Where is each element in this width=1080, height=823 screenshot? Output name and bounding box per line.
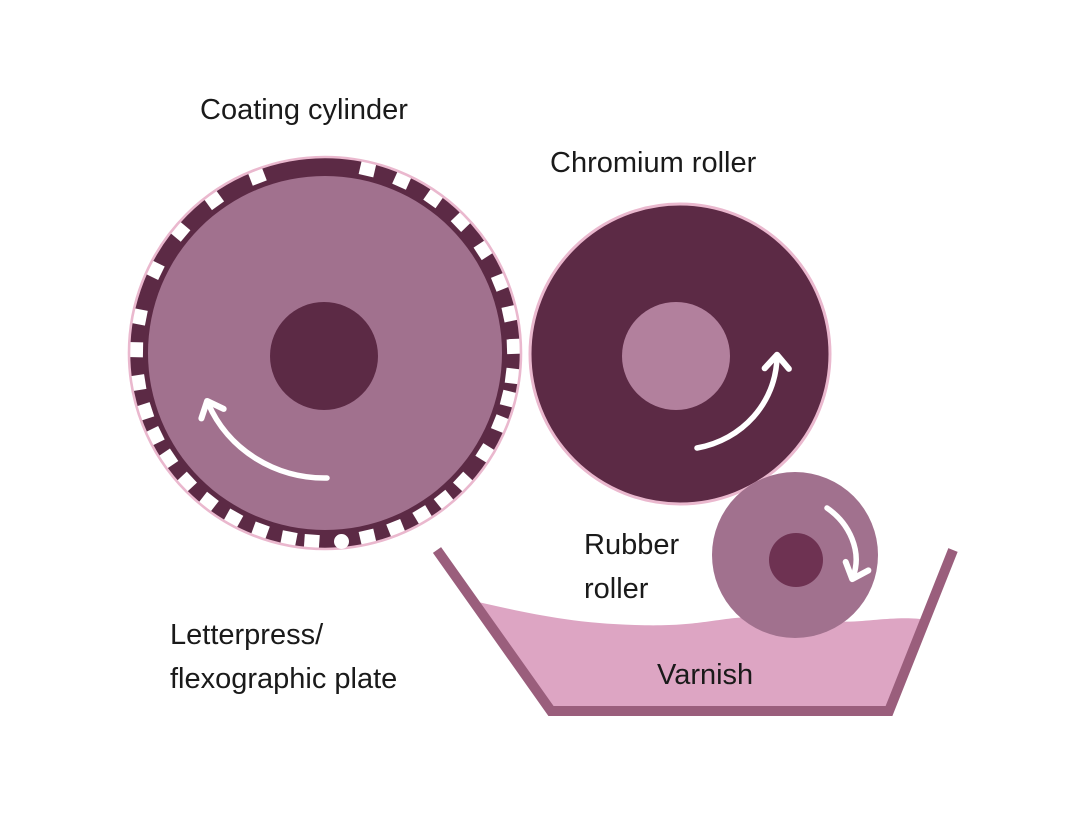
gear-notch	[412, 505, 436, 531]
gear-notch	[220, 508, 244, 535]
gear-notch	[123, 374, 147, 393]
chromium-rotation-arrow	[694, 351, 792, 451]
gear-notch	[199, 184, 225, 211]
gear-registration-notch	[334, 534, 349, 549]
gear-notch	[423, 182, 448, 209]
gear-notch	[194, 491, 219, 518]
gear-notch	[171, 471, 198, 497]
gear-notch	[152, 448, 179, 473]
letterpress-plate-label-line1: Letterpress/	[170, 619, 324, 651]
letterpress-plate-label-line2: flexographic plate	[170, 663, 398, 695]
coating-rotation-arrow	[198, 397, 330, 481]
rubber-roller-label-line1: Rubber	[584, 529, 680, 561]
gear-notch	[121, 341, 144, 358]
rubber-roller	[712, 472, 878, 638]
chromium-roller	[528, 202, 832, 506]
gear-notch	[124, 306, 148, 326]
gear-notch	[501, 303, 526, 323]
gear-notch	[504, 367, 528, 386]
gear-notch	[452, 471, 479, 497]
gear-notch	[475, 443, 502, 467]
coating-cylinder	[121, 153, 529, 557]
gear-notch	[358, 153, 378, 178]
gear-notch	[433, 489, 459, 516]
tray-outline	[432, 547, 958, 716]
rubber-roller-label: Rubber roller	[584, 523, 679, 611]
gear-notch	[473, 236, 500, 261]
coating-cylinder-hub	[270, 302, 378, 410]
chromium-roller-hub	[622, 302, 730, 410]
varnish-label: Varnish	[657, 659, 754, 691]
gear-notch	[139, 426, 165, 449]
letterpress-plate-label: Letterpress/ flexographic plate	[170, 613, 397, 701]
rubber-roller-label-line2: roller	[584, 573, 649, 605]
gear-notch	[303, 534, 320, 557]
gear-notch	[164, 216, 191, 242]
chromium-roller-label: Chromium roller	[550, 147, 757, 179]
rubber-roller-hub	[769, 533, 823, 587]
rubber-rotation-arrow	[824, 505, 872, 583]
gear-notch	[358, 528, 378, 553]
gear-notch	[506, 338, 529, 355]
gear-notch	[450, 206, 477, 232]
gear-notch	[392, 164, 415, 190]
coating-cylinder-label: Coating cylinder	[200, 94, 408, 126]
gear-notch	[139, 257, 165, 280]
gear-notch	[278, 530, 298, 554]
coating-cylinder-pink-rim	[127, 155, 523, 551]
